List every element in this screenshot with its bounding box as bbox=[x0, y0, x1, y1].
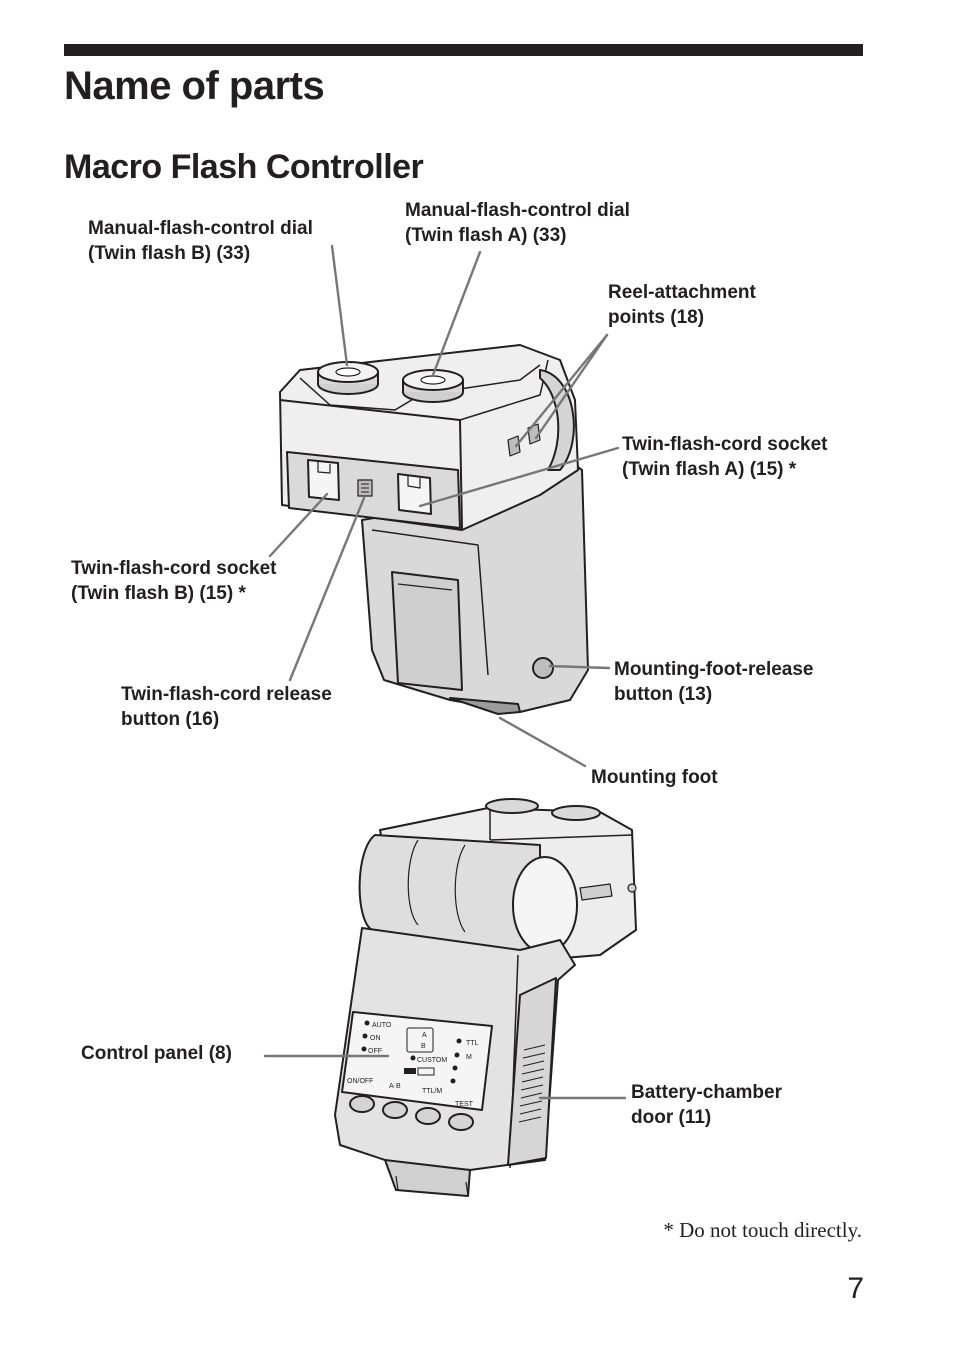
leader-socket-a bbox=[418, 446, 620, 508]
leader-mounting-foot bbox=[498, 716, 587, 768]
panel-ttl-m: TTL/M bbox=[422, 1088, 442, 1095]
barrel-end bbox=[512, 856, 578, 954]
label-dial-b: Manual-flash-control dial (Twin flash B)… bbox=[88, 218, 313, 264]
socket-a bbox=[397, 473, 432, 515]
socket-b bbox=[307, 459, 340, 501]
panel-custom: CUSTOM bbox=[417, 1057, 447, 1064]
panel-ttl: TTL bbox=[466, 1040, 479, 1047]
panel-m: M bbox=[466, 1054, 472, 1061]
leader-release bbox=[288, 496, 366, 682]
section-title: Macro Flash Controller bbox=[64, 148, 424, 186]
page-number: 7 bbox=[847, 1272, 864, 1305]
label-foot-release: Mounting-foot-release button (13) bbox=[614, 659, 814, 705]
leader-reel-2 bbox=[534, 333, 609, 440]
controller-back-view bbox=[279, 344, 589, 715]
footnote: * Do not touch directly. bbox=[663, 1218, 862, 1242]
leader-socket-b bbox=[268, 492, 329, 558]
label-control-panel: Control panel (8) bbox=[81, 1043, 232, 1064]
top-rule bbox=[64, 44, 863, 56]
panel-auto: AUTO bbox=[372, 1022, 392, 1029]
dial-a bbox=[402, 369, 464, 403]
controller-front-view bbox=[334, 798, 637, 1197]
leader-reel-1 bbox=[514, 333, 609, 448]
panel-onoff: ON/OFF bbox=[347, 1078, 373, 1085]
label-release-button: Twin-flash-cord release button (16) bbox=[121, 684, 332, 730]
label-socket-b: Twin-flash-cord socket (Twin flash B) (1… bbox=[71, 558, 277, 604]
leader-dial-a bbox=[431, 250, 482, 377]
leader-dial-b bbox=[330, 244, 349, 367]
page-title: Name of parts bbox=[64, 64, 325, 108]
panel-test: TEST bbox=[455, 1101, 474, 1108]
panel-off: OFF bbox=[368, 1048, 382, 1055]
control-panel bbox=[341, 1011, 493, 1111]
label-reel: Reel-attachment points (18) bbox=[608, 282, 756, 328]
mounting-foot-release-button bbox=[532, 657, 554, 679]
panel-b: B bbox=[421, 1043, 426, 1050]
panel-a: A bbox=[422, 1032, 427, 1039]
dial-b bbox=[317, 361, 379, 395]
label-mounting-foot: Mounting foot bbox=[591, 767, 718, 788]
panel-ab: A·B bbox=[389, 1083, 401, 1090]
label-battery-door: Battery-chamber door (11) bbox=[631, 1082, 782, 1128]
label-socket-a: Twin-flash-cord socket (Twin flash A) (1… bbox=[622, 434, 828, 480]
leader-foot-release bbox=[548, 664, 611, 670]
label-dial-a: Manual-flash-control dial (Twin flash A)… bbox=[405, 200, 630, 246]
panel-on: ON bbox=[370, 1035, 381, 1042]
